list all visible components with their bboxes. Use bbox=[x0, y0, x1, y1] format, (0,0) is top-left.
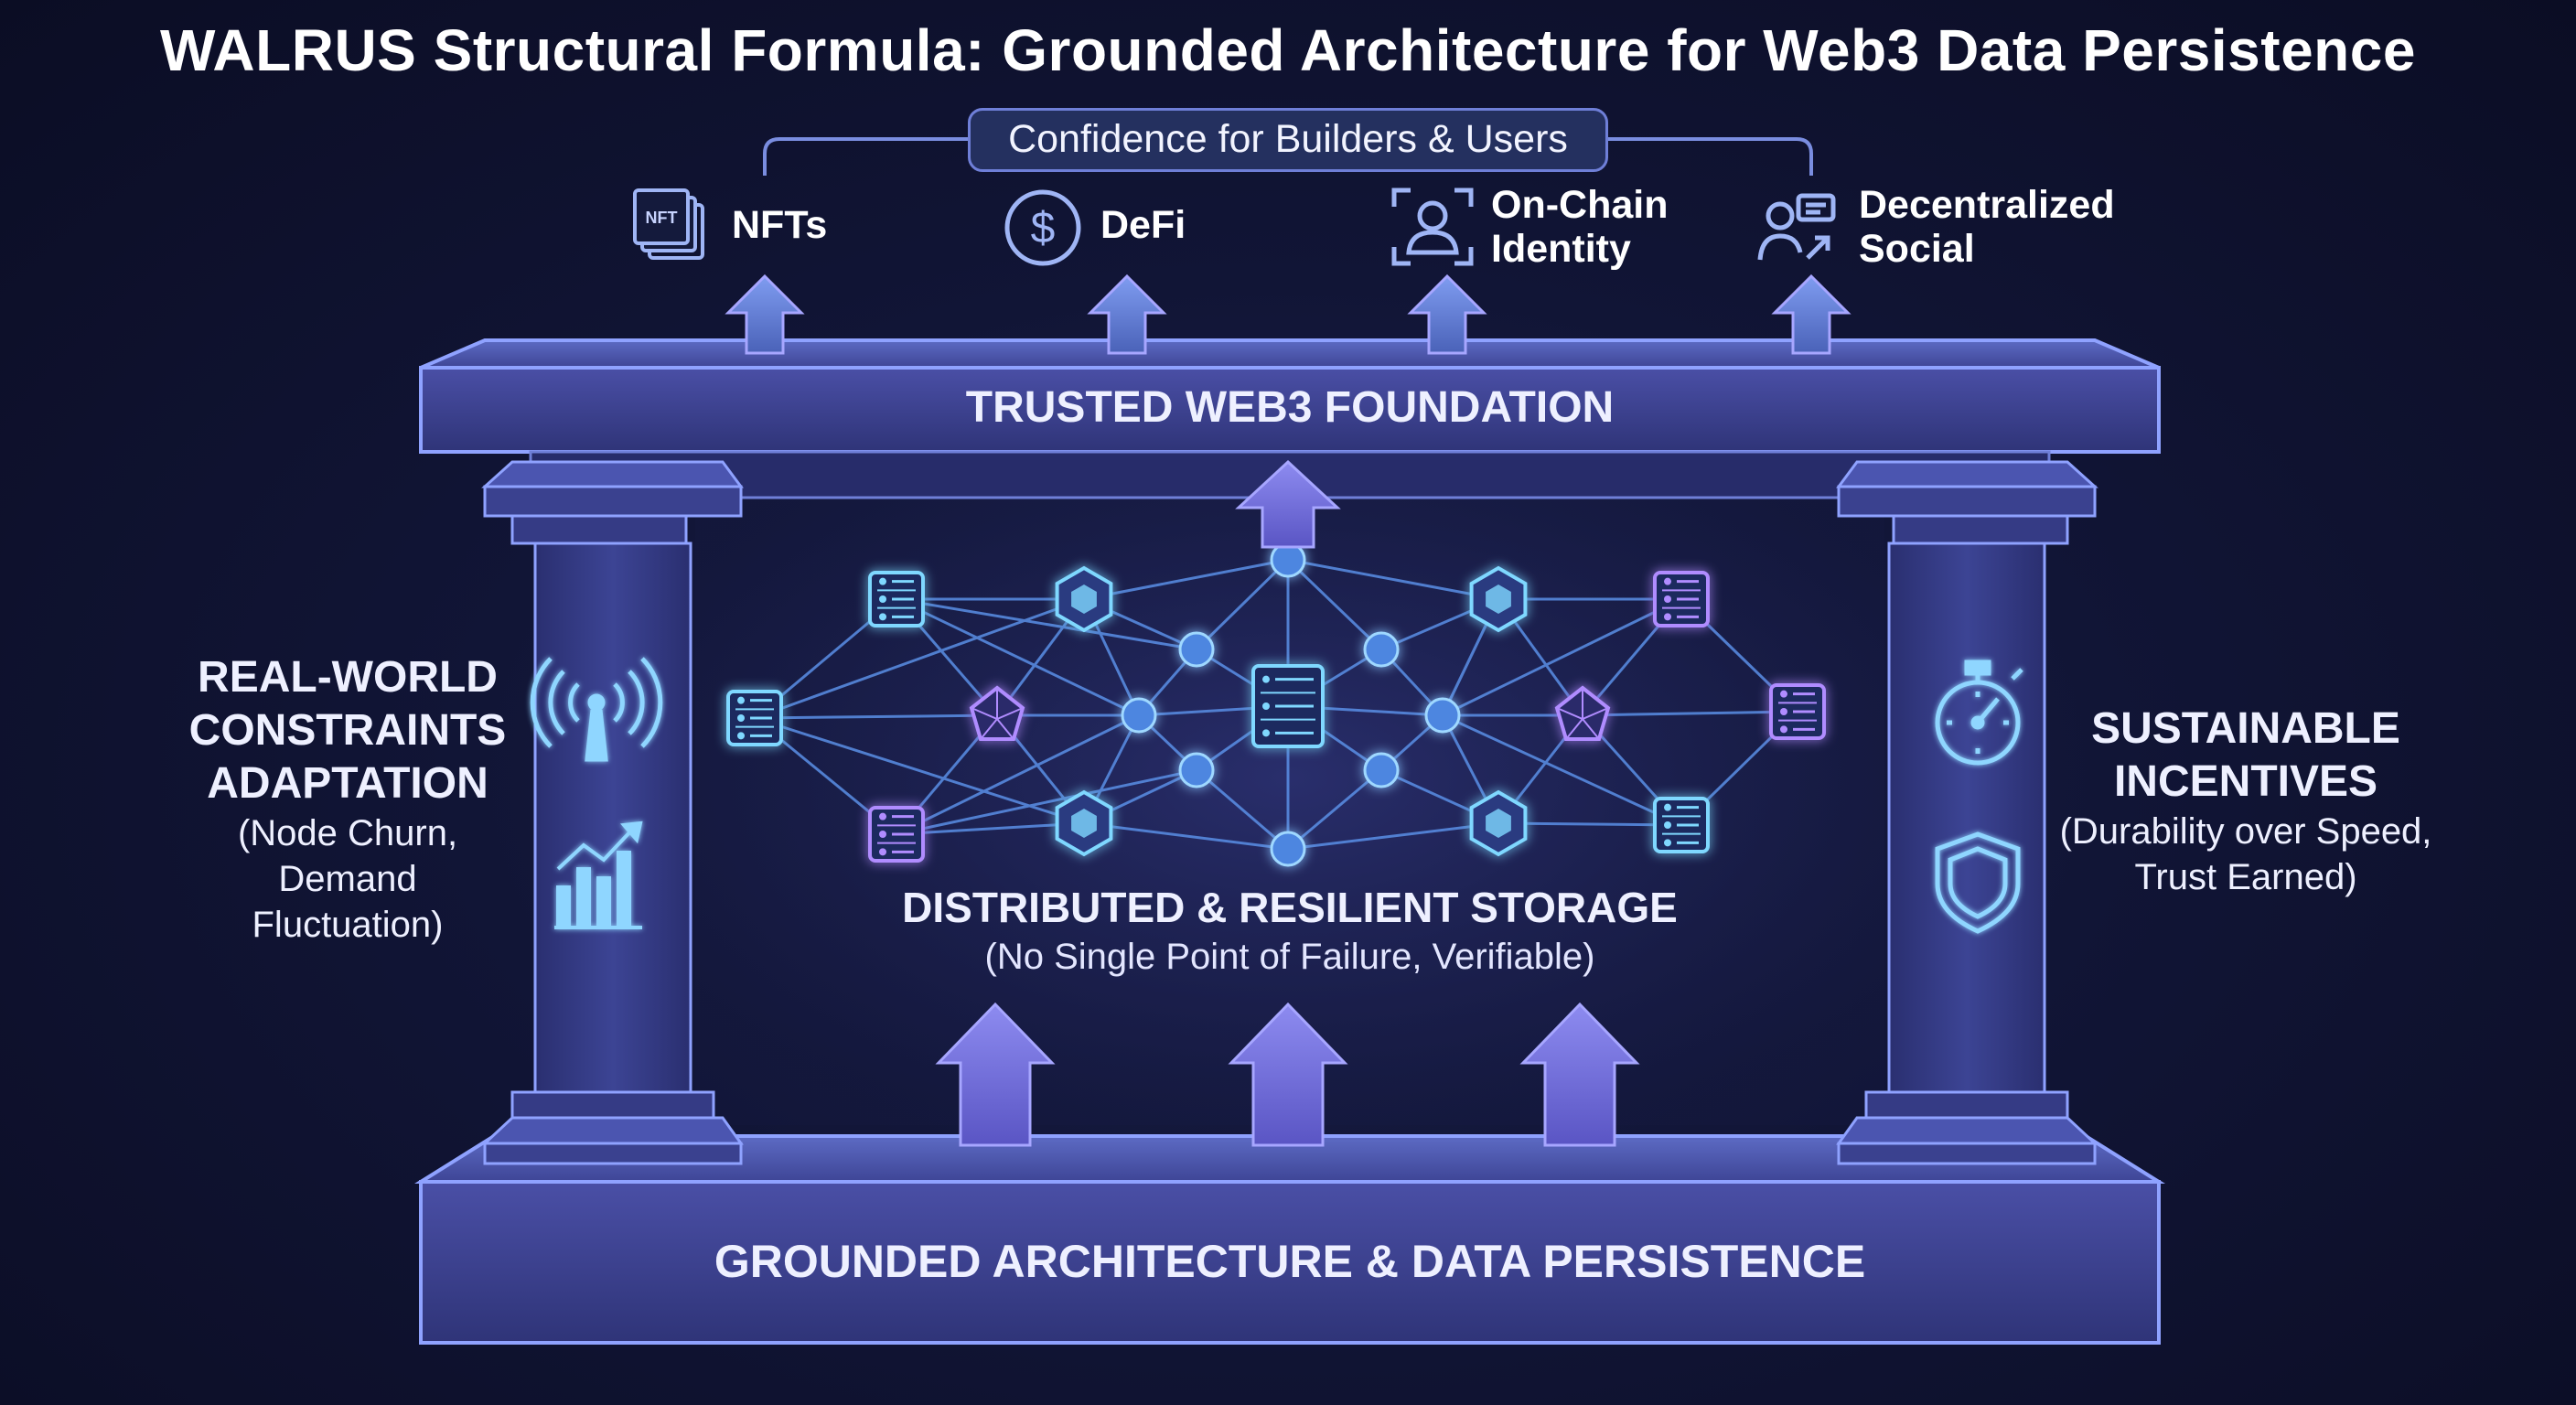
network-node bbox=[1178, 631, 1215, 668]
network-link bbox=[896, 821, 1085, 836]
crystal-node-icon bbox=[1554, 685, 1611, 741]
dollar-coin-icon: $ bbox=[1004, 189, 1081, 266]
right-sub-2: Trust Earned) bbox=[2134, 857, 2357, 897]
shield-icon bbox=[1935, 831, 2021, 934]
use-case-arrow bbox=[1771, 273, 1852, 355]
network-node bbox=[1363, 631, 1400, 668]
left-title-3: ADAPTATION bbox=[207, 759, 488, 808]
left-pillar-text: REAL-WORLD CONSTRAINTS ADAPTATION (Node … bbox=[137, 651, 558, 948]
use-case-identity: On-Chain Identity bbox=[1491, 183, 1668, 271]
crystal-node-icon bbox=[969, 685, 1025, 741]
network-link bbox=[896, 597, 1140, 717]
foundation-arrow bbox=[1235, 459, 1341, 549]
nft-cards-icon: NFT bbox=[633, 188, 704, 260]
identity-line-2: Identity bbox=[1491, 227, 1631, 271]
left-title-2: CONSTRAINTS bbox=[188, 706, 507, 755]
network-node bbox=[1424, 697, 1461, 734]
support-arrow bbox=[1228, 1002, 1348, 1147]
output-arrows bbox=[724, 273, 1852, 355]
network-link bbox=[896, 597, 1197, 651]
support-arrow bbox=[1519, 1002, 1640, 1147]
server-node-icon bbox=[726, 690, 783, 746]
network-node bbox=[1121, 697, 1157, 734]
network-link bbox=[754, 713, 998, 720]
left-sub-2: Demand bbox=[278, 859, 417, 899]
social-chat-icon bbox=[1757, 193, 1836, 261]
top-bracket bbox=[763, 137, 1813, 176]
storage-title: DISTRIBUTED & RESILIENT STORAGE bbox=[902, 884, 1678, 931]
right-sub-1: (Durability over Speed, bbox=[2059, 811, 2432, 852]
server-node-icon bbox=[1653, 797, 1710, 853]
page-title: WALRUS Structural Formula: Grounded Arch… bbox=[160, 17, 2416, 83]
use-case-arrow bbox=[1407, 273, 1487, 355]
hex-node-icon bbox=[1469, 565, 1528, 633]
foundation-beam-label: TRUSTED WEB3 FOUNDATION bbox=[965, 383, 1615, 432]
svg-text:$: $ bbox=[1031, 204, 1056, 252]
stopwatch-icon bbox=[1935, 660, 2023, 766]
use-case-arrow bbox=[1087, 273, 1167, 355]
left-sub-3: Fluctuation) bbox=[252, 905, 444, 945]
right-pillar-text: SUSTAINABLE INCENTIVES (Durability over … bbox=[2031, 702, 2461, 900]
hex-node-icon bbox=[1055, 565, 1113, 633]
left-sub-1: (Node Churn, bbox=[237, 813, 458, 853]
support-arrow bbox=[935, 1002, 1056, 1147]
storage-subtitle: (No Single Point of Failure, Verifiable) bbox=[984, 937, 1595, 977]
network-link bbox=[896, 713, 1140, 836]
nft-icon-text: NFT bbox=[646, 209, 678, 227]
network-link bbox=[1442, 597, 1682, 717]
server-node-icon bbox=[1769, 683, 1826, 740]
left-pillar bbox=[481, 460, 744, 1165]
bar-chart-trend-icon bbox=[554, 820, 643, 929]
left-title-1: REAL-WORLD bbox=[198, 653, 498, 702]
server-node-icon bbox=[868, 571, 925, 627]
central-server-icon bbox=[1251, 664, 1325, 748]
network-link bbox=[1287, 768, 1382, 851]
identity-scan-icon bbox=[1391, 188, 1474, 266]
network-node bbox=[1178, 752, 1215, 788]
base-beam-label: GROUNDED ARCHITECTURE & DATA PERSISTENCE bbox=[714, 1236, 1866, 1287]
use-case-arrow bbox=[724, 273, 805, 355]
right-pillar bbox=[1836, 460, 2098, 1165]
network-link bbox=[1083, 558, 1289, 601]
network-link bbox=[1497, 821, 1682, 827]
network-link bbox=[1287, 821, 1499, 851]
network-link bbox=[896, 768, 1197, 836]
network-node bbox=[1363, 752, 1400, 788]
server-node-icon bbox=[868, 806, 925, 863]
social-line-1: Decentralized bbox=[1859, 183, 2115, 227]
network-link bbox=[1582, 710, 1798, 717]
confidence-banner: Confidence for Builders & Users bbox=[968, 108, 1608, 172]
support-arrows bbox=[935, 459, 1640, 1147]
network-link bbox=[1286, 558, 1383, 651]
server-node-icon bbox=[1653, 571, 1710, 627]
network-link bbox=[1083, 821, 1289, 851]
network-link bbox=[754, 597, 1085, 720]
network-nodes bbox=[726, 542, 1826, 867]
use-case-nfts: NFTs bbox=[732, 203, 828, 247]
network-link bbox=[1442, 713, 1682, 827]
hex-node-icon bbox=[1055, 789, 1113, 857]
network-link bbox=[1287, 558, 1499, 601]
identity-line-1: On-Chain bbox=[1491, 183, 1669, 227]
use-case-defi: DeFi bbox=[1100, 203, 1186, 247]
base-beam bbox=[414, 1134, 2165, 1345]
hex-node-icon bbox=[1469, 789, 1528, 857]
right-title-2: INCENTIVES bbox=[2113, 757, 2378, 806]
use-case-social: Decentralized Social bbox=[1859, 183, 2115, 271]
antenna-signal-icon bbox=[530, 657, 663, 762]
network-link bbox=[1196, 768, 1289, 851]
social-line-2: Social bbox=[1859, 227, 1975, 271]
network-node bbox=[1270, 831, 1306, 867]
network-link bbox=[754, 716, 1085, 825]
network-link bbox=[1195, 558, 1290, 651]
right-title-1: SUSTAINABLE bbox=[2091, 704, 2400, 753]
